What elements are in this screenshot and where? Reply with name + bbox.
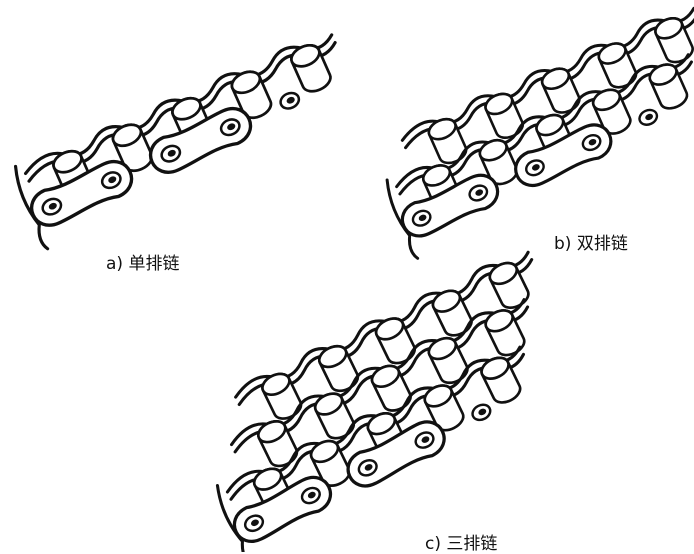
chain-roller-end [480,356,510,380]
chain-pin [475,189,484,196]
chain-roller-end [427,117,457,141]
chain-roller-end [309,439,340,464]
chain-row [400,6,694,165]
chain-roller-end [423,384,453,408]
chain-roller-end [261,372,291,397]
chain-pin [167,149,176,157]
caption-triple-row-chain: c) 三排链 [425,534,498,554]
caption-double-row-chain: b) 双排链 [554,234,628,254]
chain-roller-end [290,43,321,68]
chain-row [225,345,525,543]
chain-row [234,250,534,420]
chain-pin [532,164,540,171]
chain-pin [286,96,295,104]
chain-roller-end [111,123,143,148]
chain-pin [307,491,316,499]
chain-roller-end [230,70,262,95]
chain-pin [421,436,430,443]
chain-roller-end [478,138,508,162]
chain-pin [251,519,259,527]
chain-pin [478,408,487,416]
chain-broken-end [385,178,420,260]
chain-roller-end [427,336,458,361]
chain-roller-end [591,88,622,112]
chain-roller-end [484,92,514,116]
chain-roller-end [252,467,283,491]
chain-roller-end [484,309,514,333]
chain-pin [108,176,117,184]
chain-broken-end [13,164,50,251]
chain-pin [418,214,427,222]
chain-roller-end [431,289,462,313]
chain-roller-end [52,149,83,174]
chain-roller-end [488,261,519,286]
chain-roller-end [370,364,401,388]
chain-roller-end [374,317,405,341]
chain-row [230,298,530,468]
chain-roller-end [366,412,397,436]
chain-roller-end [317,344,348,369]
chain-roller-end [654,16,684,40]
caption-single-row-chain: a) 单排链 [106,254,180,274]
chain-roller-end [648,63,678,86]
chain-pin [48,202,57,210]
chain-roller-end [421,164,452,187]
triple-row-chain-drawing [215,250,534,552]
chain-roller-end [540,67,571,91]
chain-roller-end [535,113,565,137]
double-row-chain-drawing [385,6,694,260]
chain-pin [588,138,597,146]
chain-pin [645,113,653,121]
chain-roller-end [257,420,287,444]
single-row-chain-drawing [13,33,337,251]
chain-roller-end [171,96,202,121]
chain-broken-end [215,483,253,552]
chain-pin [364,464,373,471]
chain-row [24,33,337,227]
chain-row [395,53,693,238]
chain-roller-end [313,392,344,416]
chain-pin [227,123,236,131]
chain-roller-end [597,42,627,65]
